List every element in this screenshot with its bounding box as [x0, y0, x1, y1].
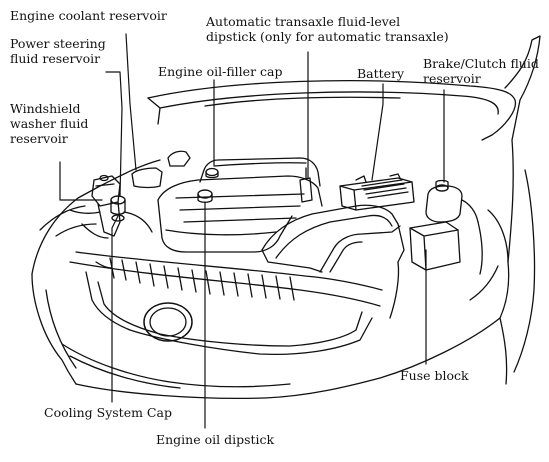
label-power-steering-fluid-reservoir: Power steering fluid reservoir	[10, 36, 106, 66]
label-brake-clutch-fluid-reservoir: Brake/Clutch fluid reservoir	[423, 56, 539, 86]
label-automatic-transaxle-dipstick: Automatic transaxle fluid-level dipstick…	[206, 14, 449, 44]
label-line: washer fluid	[10, 116, 89, 131]
open-hood	[147, 35, 541, 141]
label-line: reservoir	[423, 71, 481, 86]
label-line: Automatic transaxle fluid-level	[206, 14, 401, 29]
label-battery: Battery	[357, 66, 405, 81]
label-line: dipstick (only for automatic transaxle)	[206, 29, 449, 44]
leader-power-steering	[105, 71, 123, 197]
leader-lines	[59, 33, 445, 429]
brake-reservoir-shape	[425, 179, 483, 275]
label-windshield-washer-fluid-reservoir: Windshield washer fluid reservoir	[10, 101, 88, 146]
label-cooling-system-cap: Cooling System Cap	[44, 405, 172, 420]
label-line: Power steering	[10, 36, 106, 51]
battery-shape	[339, 173, 415, 211]
label-engine-oil-dipstick: Engine oil dipstick	[156, 432, 275, 447]
fuse-block-shape	[389, 221, 461, 319]
label-line: fluid reservoir	[10, 51, 101, 66]
front-grille	[39, 205, 383, 389]
leader-cooling	[111, 215, 119, 403]
engine-cover	[157, 157, 323, 253]
label-line: reservoir	[10, 131, 68, 146]
leader-coolant	[125, 33, 137, 171]
label-fuse-block: Fuse block	[400, 368, 469, 383]
air-intake-duct	[261, 204, 405, 273]
label-line: Windshield	[10, 101, 81, 116]
left-reservoirs	[69, 150, 191, 239]
label-engine-coolant-reservoir: Engine coolant reservoir	[10, 8, 167, 23]
label-engine-oil-filler-cap: Engine oil-filler cap	[158, 64, 283, 79]
leader-windshield	[59, 161, 103, 201]
leader-battery	[371, 83, 384, 181]
car-body	[31, 99, 536, 400]
label-line: Brake/Clutch fluid	[423, 56, 539, 71]
